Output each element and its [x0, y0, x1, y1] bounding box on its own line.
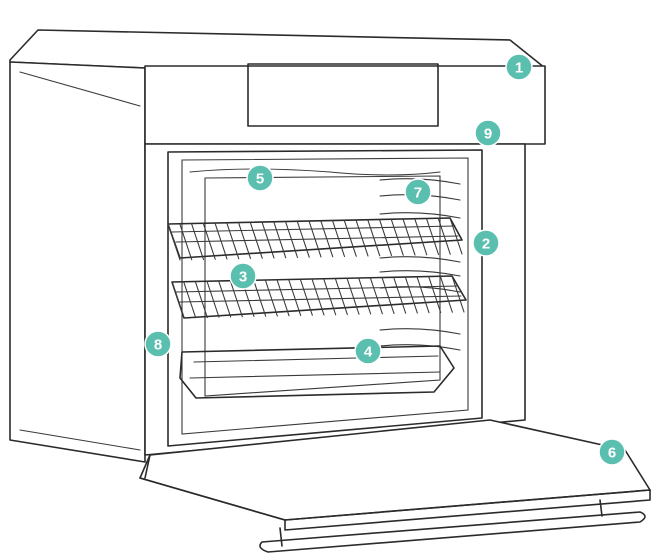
callout-label: 5 — [256, 171, 264, 188]
door-thickness — [284, 489, 651, 531]
rack-wire — [343, 219, 357, 257]
callout-label: 1 — [515, 60, 523, 77]
callout-6: 6 — [598, 438, 626, 466]
rack-wire — [264, 279, 278, 317]
callout-badge — [246, 164, 274, 192]
back-wall — [204, 175, 441, 397]
rack-wire — [237, 221, 252, 260]
rack-wire — [183, 281, 197, 319]
callout-badge — [505, 53, 533, 81]
rack-wire — [179, 223, 193, 261]
rack-wire — [214, 222, 228, 260]
rack-wire — [308, 220, 322, 258]
callout-8: 8 — [144, 330, 172, 358]
callout-badge — [404, 178, 432, 206]
callout-5: 5 — [246, 164, 274, 192]
rack-wire — [402, 218, 416, 256]
rack-wire — [393, 276, 407, 314]
callout-badge — [144, 330, 172, 358]
rack-wire — [367, 219, 381, 257]
rack-wire — [369, 277, 383, 315]
wire-rack-upper — [167, 217, 463, 261]
rack-wire — [249, 221, 263, 259]
callout-9: 9 — [474, 119, 502, 147]
rack-wire — [414, 218, 428, 256]
rack-wire — [346, 277, 360, 315]
callout-label: 6 — [608, 445, 616, 462]
rack-wire — [229, 280, 243, 318]
rack-wire — [206, 280, 220, 318]
callout-4: 4 — [354, 337, 382, 365]
wire-rack-lower — [171, 275, 467, 319]
callout-7: 7 — [404, 178, 432, 206]
rack-wire — [451, 275, 465, 313]
callout-label: 7 — [414, 185, 422, 202]
side-edge-line — [19, 71, 141, 107]
rack-wire — [218, 280, 232, 318]
rack-wire — [437, 217, 451, 255]
rack-wire — [284, 220, 299, 259]
rack-wire — [171, 281, 185, 319]
rack-wire — [202, 222, 216, 260]
rack-wire — [378, 218, 393, 257]
rack-wire — [288, 278, 302, 317]
callout-badge — [229, 262, 257, 290]
rack-wire — [428, 275, 442, 314]
rack-wire — [276, 279, 290, 317]
rack-wire — [320, 220, 334, 258]
rack-wire — [296, 220, 310, 258]
door-handle — [259, 499, 646, 553]
baking-tray — [179, 345, 455, 399]
rack-wire — [416, 276, 430, 314]
rack-wire — [261, 221, 275, 259]
rack-wire — [253, 279, 267, 317]
callout-label: 9 — [484, 126, 492, 143]
rack-wire — [390, 218, 404, 256]
rack-wire — [190, 222, 205, 261]
rack-wire — [425, 217, 440, 256]
callout-label: 2 — [482, 236, 490, 253]
rack-wire — [323, 278, 337, 316]
callout-label: 4 — [364, 344, 373, 361]
rack-wire — [311, 278, 325, 316]
rack-wire — [381, 276, 395, 315]
rack-wire — [358, 277, 372, 315]
top-heating-element — [189, 168, 441, 176]
rack-wire — [194, 280, 208, 319]
rack-wire — [404, 276, 418, 314]
oven-left-side — [9, 61, 146, 463]
display-window — [247, 63, 439, 127]
rack-wire — [167, 223, 181, 261]
rack-wire — [299, 278, 313, 316]
rack-wire — [273, 221, 287, 259]
callout-3: 3 — [229, 262, 257, 290]
rack-wire — [355, 219, 369, 257]
callout-badge — [354, 337, 382, 365]
rack-wire — [226, 222, 240, 260]
oven-cavity — [167, 149, 483, 447]
rack-wire — [449, 217, 463, 255]
callout-badge — [474, 119, 502, 147]
oven-top-surface — [9, 29, 546, 69]
rack-wire — [334, 277, 348, 316]
callout-label: 3 — [239, 269, 247, 286]
door-hinge — [144, 454, 151, 479]
callout-badge — [472, 229, 500, 257]
side-bottom-line — [19, 429, 141, 451]
callout-2: 2 — [472, 229, 500, 257]
callout-1: 1 — [505, 53, 533, 81]
rack-wire — [439, 275, 453, 313]
cavity-inner-outline — [181, 157, 469, 435]
callout-badge — [598, 438, 626, 466]
rack-wire — [331, 219, 346, 258]
callout-label: 8 — [154, 337, 162, 354]
